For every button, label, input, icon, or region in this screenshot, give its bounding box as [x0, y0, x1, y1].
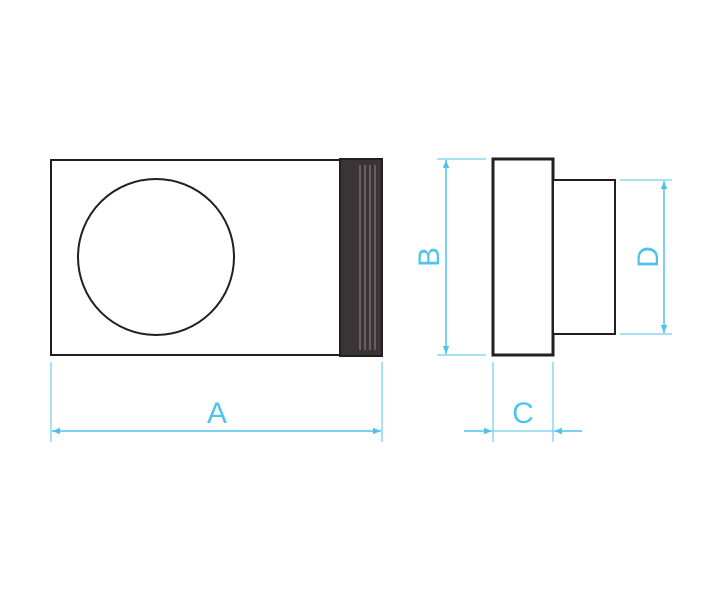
side-view [491, 157, 616, 357]
dimension-a-label: A [207, 397, 227, 430]
front-view [50, 158, 383, 357]
dimension-b-label: B [413, 247, 446, 267]
front-view-circular-port [77, 178, 235, 336]
side-view-flange [491, 157, 555, 357]
dimension-b: B [413, 158, 486, 356]
dimension-a: A [50, 362, 383, 442]
dimension-c-label: C [512, 397, 534, 430]
side-view-spigot [552, 179, 616, 335]
dimension-c: C [464, 362, 582, 442]
dimension-d-label: D [632, 246, 665, 268]
front-view-end-band [339, 158, 383, 357]
dimension-d: D [620, 179, 672, 335]
